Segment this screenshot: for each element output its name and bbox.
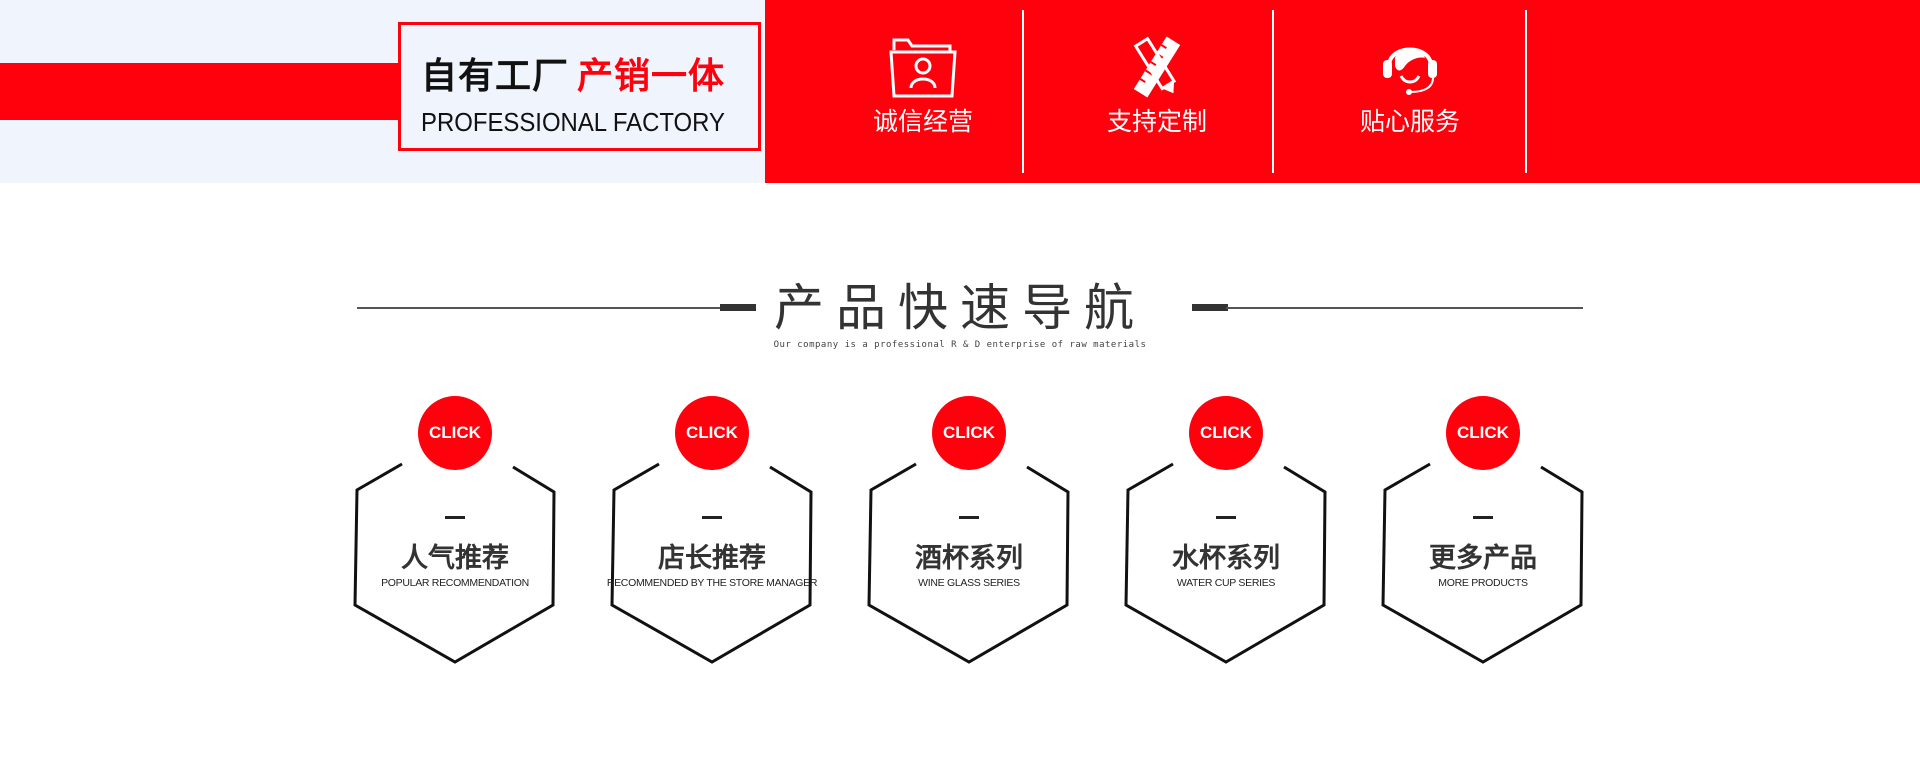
card-subtitle: POPULAR RECOMMENDATION (381, 577, 529, 589)
click-badge[interactable]: CLICK (675, 396, 749, 470)
dash (1473, 516, 1493, 519)
divider (1022, 10, 1024, 173)
card-title: 水杯系列 (1172, 543, 1280, 574)
card-title: 店长推荐 (658, 543, 766, 574)
dash (445, 516, 465, 519)
dash (702, 516, 722, 519)
section-title: 产品快速导航 (774, 279, 1146, 337)
factory-title: 自有工厂产销一体 (421, 47, 725, 99)
folder-user-icon (889, 38, 957, 98)
click-badge[interactable]: CLICK (1446, 396, 1520, 470)
headset-support-icon (1383, 47, 1437, 95)
click-badge[interactable]: CLICK (1189, 396, 1263, 470)
card-subtitle: RECOMMENDED BY THE STORE MANAGER (606, 577, 818, 589)
factory-subtitle: PROFESSIONAL FACTORY (421, 107, 725, 137)
card-subtitle: MORE PRODUCTS (1438, 577, 1528, 589)
feature-label: 贴心服务 (1359, 107, 1460, 136)
card-title: 更多产品 (1429, 543, 1537, 574)
features-panel: 诚信经营 支持定制 贴心服务 (765, 0, 1920, 183)
card-subtitle: WATER CUP SERIES (1176, 577, 1276, 589)
feature-label: 支持定制 (1106, 107, 1207, 136)
feature-honest: 诚信经营 (823, 36, 1023, 138)
feature-label: 诚信经营 (872, 107, 973, 136)
title-bar-right (1192, 304, 1228, 311)
factory-title-red: 产销一体 (577, 56, 726, 97)
dash (959, 516, 979, 519)
card-subtitle: WINE GLASS SERIES (918, 577, 1020, 589)
feature-custom: 支持定制 (1057, 36, 1257, 138)
divider (1525, 10, 1527, 173)
title-bar-left (720, 304, 756, 311)
factory-box: 自有工厂产销一体 PROFESSIONAL FACTORY (398, 22, 761, 151)
card-title: 酒杯系列 (915, 543, 1023, 574)
title-line-right (1226, 307, 1583, 309)
ruler-pencil-icon (1133, 36, 1181, 98)
click-badge[interactable]: CLICK (932, 396, 1006, 470)
hexagon-frame (867, 462, 1070, 664)
hexagon-frame (1381, 462, 1584, 664)
banner-red-strip (0, 63, 400, 120)
feature-service: 贴心服务 (1310, 36, 1510, 138)
card-title: 人气推荐 (401, 543, 509, 574)
divider (1272, 10, 1274, 173)
hexagon-frame (353, 462, 556, 664)
factory-title-black: 自有工厂 (421, 56, 570, 97)
hexagon-frame (1124, 462, 1327, 664)
click-badge[interactable]: CLICK (418, 396, 492, 470)
section-subtitle: Our company is a professional R & D ente… (773, 340, 1147, 350)
hexagon-frame (610, 462, 813, 664)
dash (1216, 516, 1236, 519)
title-line-left (357, 307, 722, 309)
